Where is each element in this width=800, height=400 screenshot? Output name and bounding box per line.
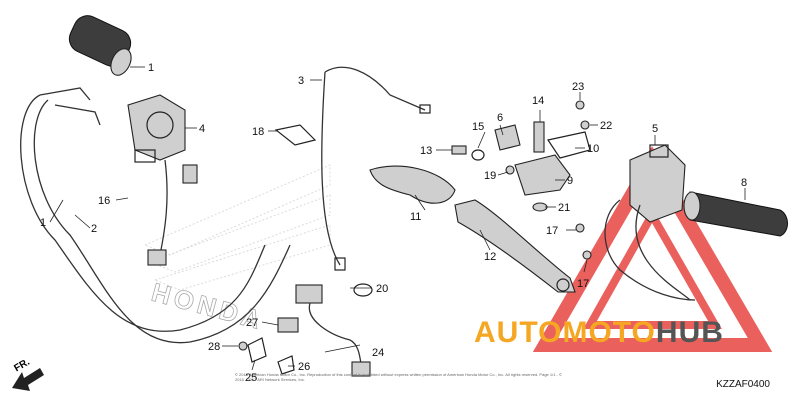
callout-17b: 17 [577,278,589,290]
switch-part [494,124,521,151]
callout-6: 6 [497,112,503,124]
copyright-notice: © 2015 American Honda Motor Co., Inc. Re… [235,372,562,382]
cable-clip-part [274,124,317,146]
right-grip-part [683,191,788,237]
front-direction-arrow-icon [12,368,44,391]
clutch-cable-part [321,66,431,271]
callout-4: 4 [199,123,205,135]
callout-25: 25 [245,372,257,384]
left-grip-part [68,15,132,76]
callout-28: 28 [208,341,220,353]
callout-20: 20 [376,283,388,295]
washer-part [471,149,485,161]
lever-bracket-part [514,131,591,196]
bolt-28-part [238,341,248,351]
screw-19-part [505,165,515,175]
grommet-part [353,283,373,297]
right-switch-housing-part [604,144,696,301]
callout-5: 5 [652,123,658,135]
lever-grip-part [369,165,456,204]
callout-12: 12 [484,251,496,263]
callout-10: 10 [587,143,599,155]
screw-22-part [580,120,590,130]
clamp-25-part [247,337,267,363]
clutch-lever-part [454,199,576,293]
watermark-text: AUTOMOTOHUB [474,316,724,350]
screw-23-part [575,100,585,110]
callout-23: 23 [572,81,584,93]
clamp-27-part [277,317,299,333]
screw-17a-part [575,223,585,233]
diagram-code: KZZAF0400 [716,379,770,390]
callout-21: 21 [558,202,570,214]
callout-16: 16 [98,195,110,207]
callout-2: 2 [91,223,97,235]
callout-9: 9 [567,175,573,187]
callout-7: 1 [148,62,154,74]
callout-14: 14 [532,95,544,107]
watermark-text-part1: AUTOMOTO [474,316,656,349]
callout-24: 24 [372,347,384,359]
leader-lines [49,66,746,371]
honda-wing-watermark [143,164,331,291]
callout-26: 26 [298,361,310,373]
callout-8: 8 [741,177,747,189]
callout-1: 1 [40,217,46,229]
watermark-text-part2: HUB [655,316,724,349]
callout-17a: 17 [546,225,558,237]
callout-27: 27 [246,317,258,329]
wire-harness-part [295,284,371,377]
callout-19: 19 [484,170,496,182]
screw-17b-part [582,250,592,260]
callout-3: 3 [298,75,304,87]
callout-22: 22 [600,120,612,132]
lever-nut-part [532,202,548,212]
left-switch-housing-part [127,94,198,266]
clamp-26-part [277,355,295,375]
pivot-bolt-part [533,121,545,153]
callout-11: 11 [410,211,421,223]
callout-13: 13 [420,145,432,157]
callout-18: 18 [252,126,264,138]
callout-15: 15 [472,121,484,133]
screw-13-part [451,145,467,155]
throttle-cables-part [20,87,291,344]
